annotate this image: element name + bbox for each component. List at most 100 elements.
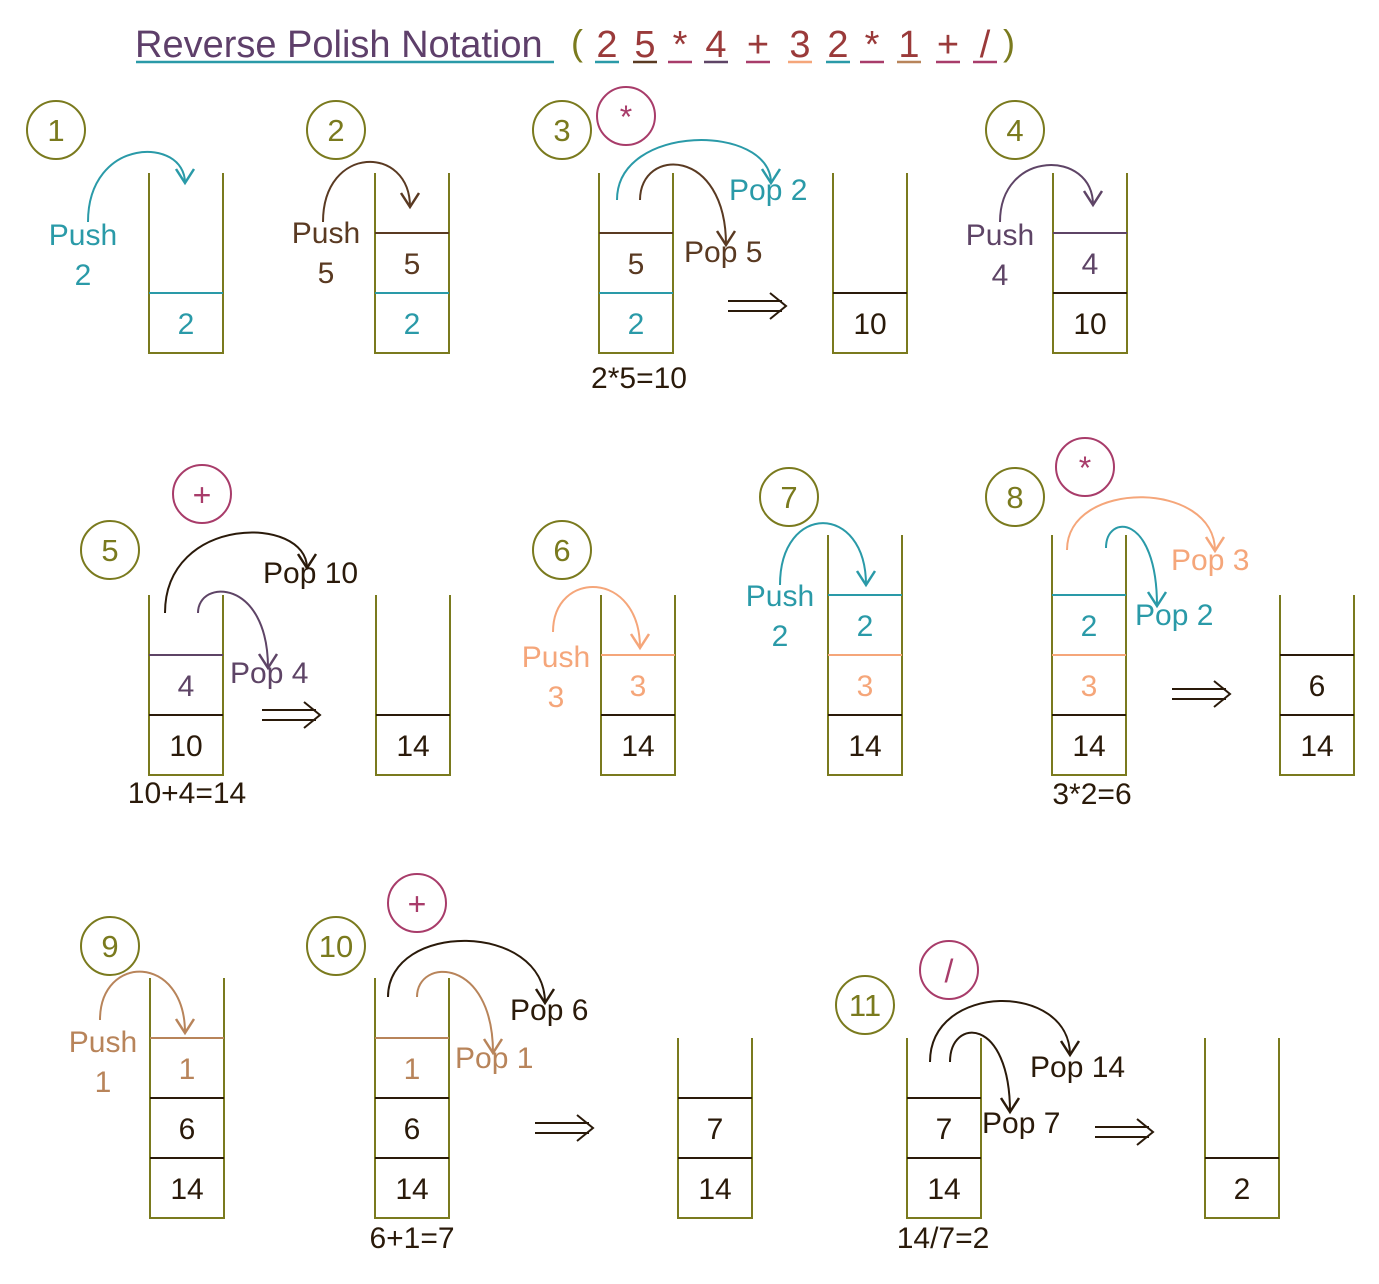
stack-outline [375, 595, 451, 776]
stack: 104 [148, 595, 224, 776]
stack-cell-value: 7 [707, 1113, 724, 1146]
stack: 14 3 [600, 595, 676, 776]
equation: 10+4=14 [128, 777, 246, 810]
operation-label: Pop 2 [1135, 599, 1213, 632]
stack-cell-value: 2 [178, 308, 195, 341]
arrowhead-icon [715, 230, 737, 248]
stack-outline [677, 1038, 753, 1219]
operation-label: Pop 4 [230, 657, 308, 690]
step-number: 7 [780, 480, 797, 515]
operation-label: Pop 2 [729, 174, 807, 207]
stack-cell-value: 7 [936, 1113, 953, 1146]
expression-token: 5 [634, 24, 655, 66]
operation-label: 1 [95, 1066, 112, 1099]
stack: 14 7 [906, 1038, 982, 1219]
open-paren: ( [571, 22, 583, 63]
stack-cell-value: 5 [628, 248, 645, 281]
stack-cell-value: 14 [621, 730, 654, 763]
stack-cell-value: 10 [853, 308, 886, 341]
step-number-circle [26, 100, 86, 160]
arrowhead-icon [999, 1097, 1021, 1115]
stack-outline [148, 173, 224, 354]
stack-cell-value: 2 [1081, 610, 1098, 643]
expression-token: / [980, 24, 991, 66]
stack-outline [1279, 595, 1355, 776]
operator-circle [1055, 437, 1115, 497]
stack-cell-value: 14 [170, 1173, 203, 1206]
stack-cell-value: 14 [1300, 730, 1333, 763]
arrow-curve [639, 163, 727, 246]
arrow-curve [164, 531, 308, 614]
stack-cell-value: 4 [1082, 248, 1099, 281]
curved-arrow [387, 939, 556, 1006]
stack: 25 [374, 173, 450, 354]
stack-cell-value: 10 [1073, 308, 1106, 341]
arrow-curve [387, 939, 546, 1004]
step-number: 6 [553, 533, 570, 568]
step-number: 3 [553, 113, 570, 148]
arrowhead-icon [399, 192, 421, 210]
operation-label: Pop 1 [455, 1042, 533, 1075]
curved-arrow [197, 590, 279, 671]
stack: 2 [148, 173, 224, 354]
stack-outline [598, 173, 674, 354]
equation: 14/7=2 [897, 1222, 990, 1255]
arrowhead-icon [296, 553, 318, 571]
stack-cell-value: 1 [404, 1053, 421, 1086]
operation-label: Pop 14 [1030, 1051, 1125, 1084]
step-number-circle [532, 100, 592, 160]
arrow-curve [416, 970, 494, 1054]
step-number: 9 [101, 929, 118, 964]
stack-cell-value: 14 [848, 730, 881, 763]
arrowhead-icon [629, 633, 651, 651]
stack-cell-value: 10 [169, 730, 202, 763]
operator-symbol: * [620, 99, 632, 135]
result-arrow-icon [535, 1114, 595, 1142]
arrow-curve [929, 1000, 1071, 1063]
operation-label: Pop 5 [684, 236, 762, 269]
curved-arrow [99, 970, 196, 1036]
stack-cell-value: 6 [1309, 670, 1326, 703]
stack: 10 [832, 173, 908, 354]
expression-token: * [673, 24, 688, 66]
stack-cell-value: 3 [630, 670, 647, 703]
step-number: 1 [47, 113, 64, 148]
expression-token: 1 [898, 24, 919, 66]
operation-label: 3 [548, 681, 565, 714]
operation-label: Pop 6 [510, 994, 588, 1027]
arrowhead-icon [855, 570, 877, 588]
stack-cell-value: 2 [857, 610, 874, 643]
step-number-circle [80, 520, 140, 580]
arrow-curve [87, 150, 186, 223]
arrowhead-icon [257, 653, 279, 671]
stack-outline [832, 173, 908, 354]
stack-cell-value: 14 [927, 1173, 960, 1206]
curved-arrow [929, 1000, 1081, 1063]
result-arrow-icon [728, 292, 788, 320]
step-number: 4 [1006, 113, 1023, 148]
operation-label: Pop 3 [1171, 544, 1249, 577]
operator-symbol: + [408, 886, 427, 922]
stack-cell-value: 1 [179, 1053, 196, 1086]
stack-cell-value: 3 [1081, 670, 1098, 703]
step-number: 11 [849, 988, 881, 1023]
arrow-curve [1066, 496, 1216, 552]
stack-cell-value: 14 [395, 1173, 428, 1206]
expression-token: + [937, 24, 959, 66]
stack-outline [1052, 173, 1128, 354]
close-paren: ) [1003, 22, 1015, 63]
step-number-circle [306, 916, 366, 976]
operation-label: Push [966, 219, 1034, 252]
stack: 10 4 [1052, 173, 1128, 354]
equation: 3*2=6 [1052, 778, 1131, 811]
expression-token: 2 [596, 24, 617, 66]
arrow-curve [197, 590, 269, 669]
